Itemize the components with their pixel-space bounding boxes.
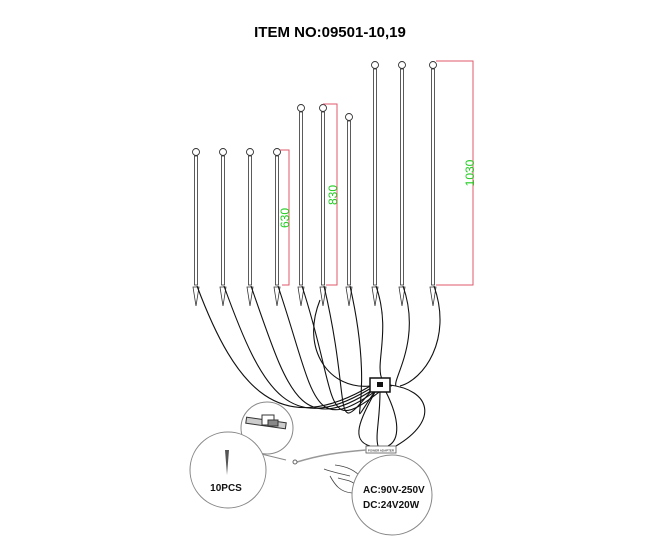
spike-icon — [319, 286, 327, 307]
dimension-830: 830 — [323, 103, 340, 286]
bulb-icon — [219, 148, 227, 156]
stake-light — [345, 113, 353, 307]
connector-hub — [369, 377, 391, 393]
dc-spec: DC:24V20W — [363, 500, 420, 511]
stake-wire — [250, 285, 381, 410]
spike-icon — [345, 286, 353, 307]
bulb-icon — [371, 61, 379, 69]
stake-light — [192, 148, 200, 307]
spike-icon — [219, 286, 227, 307]
stake-wire — [277, 285, 385, 411]
stake-wire — [349, 285, 377, 415]
bulb-icon — [345, 113, 353, 121]
stake-count-callout: 10PCS — [189, 431, 267, 509]
power-spec-callout: AC:90V-250V DC:24V20W — [351, 454, 433, 536]
stake-light — [319, 104, 327, 307]
wires — [196, 285, 441, 447]
bulb-icon — [429, 61, 437, 69]
stake-light — [398, 61, 406, 307]
spike-icon — [371, 286, 379, 307]
bulb-icon — [319, 104, 327, 112]
ac-spec: AC:90V-250V — [363, 485, 425, 496]
hub-cable — [389, 384, 426, 447]
stake-wire — [323, 285, 373, 414]
bulb-icon — [192, 148, 200, 156]
stake-light — [219, 148, 227, 307]
spike-icon — [297, 286, 305, 307]
hub-cable — [313, 299, 371, 387]
stake-lights — [192, 61, 437, 307]
stake-light — [273, 148, 281, 307]
stake-wire — [196, 285, 373, 409]
stake-count-label: 10PCS — [210, 483, 242, 494]
hub-cable — [376, 391, 381, 447]
bulb-icon — [297, 104, 305, 112]
stake-light — [297, 104, 305, 307]
dimension-label-830: 830 — [326, 185, 340, 205]
stake-wire — [375, 285, 393, 387]
spike-icon — [429, 286, 437, 307]
spike-icon — [398, 286, 406, 307]
stake-light — [371, 61, 379, 307]
hub-cable — [385, 391, 398, 447]
dimension-630: 630 — [278, 149, 292, 286]
dimension-1030: 1030 — [436, 60, 477, 286]
adapter-label: POWER ADAPTER — [368, 449, 395, 453]
stake-light — [429, 61, 437, 307]
bulb-icon — [246, 148, 254, 156]
connector-detail-callout — [240, 401, 294, 461]
hub-cable — [358, 391, 376, 447]
stake-light — [246, 148, 254, 307]
bulb-icon — [273, 148, 281, 156]
stake-wire — [399, 285, 441, 387]
bulb-icon — [398, 61, 406, 69]
stake-wire — [223, 285, 377, 409]
power-adapter: POWER ADAPTER — [292, 445, 397, 465]
hand-icon — [323, 464, 363, 494]
item-title: ITEM NO:09501-10,19 — [254, 24, 406, 41]
spike-icon — [192, 286, 200, 307]
spike-icon — [273, 286, 281, 307]
dimension-label-630: 630 — [278, 208, 292, 228]
spike-icon — [246, 286, 254, 307]
dimension-label-1030: 1030 — [463, 159, 477, 186]
stake-wire — [395, 285, 410, 387]
